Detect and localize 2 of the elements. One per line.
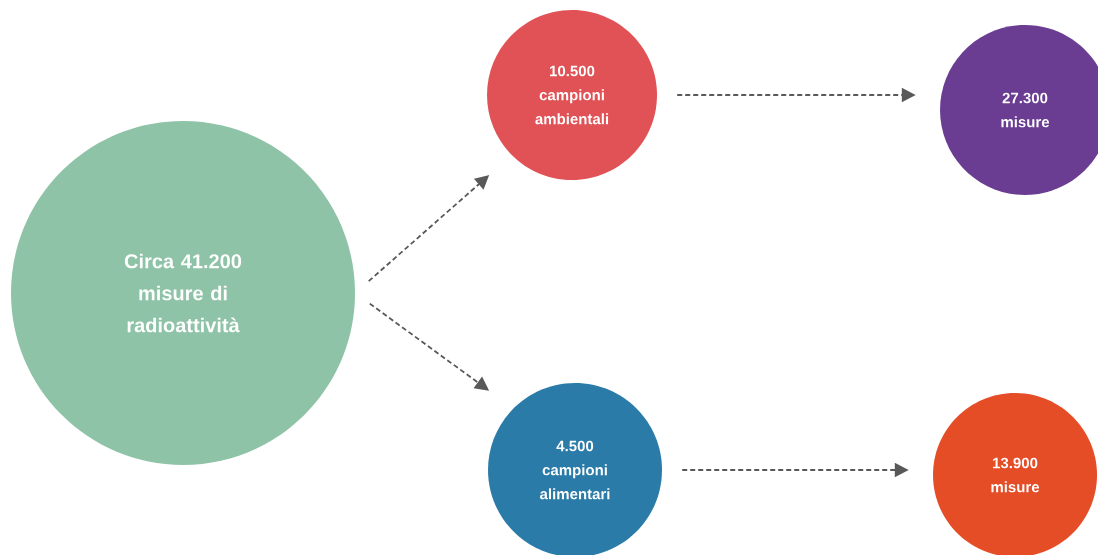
circle-node: 10.500 campioni ambientali (487, 10, 657, 180)
circle-node: Circa 41.200 misure di radioattività (11, 121, 355, 465)
